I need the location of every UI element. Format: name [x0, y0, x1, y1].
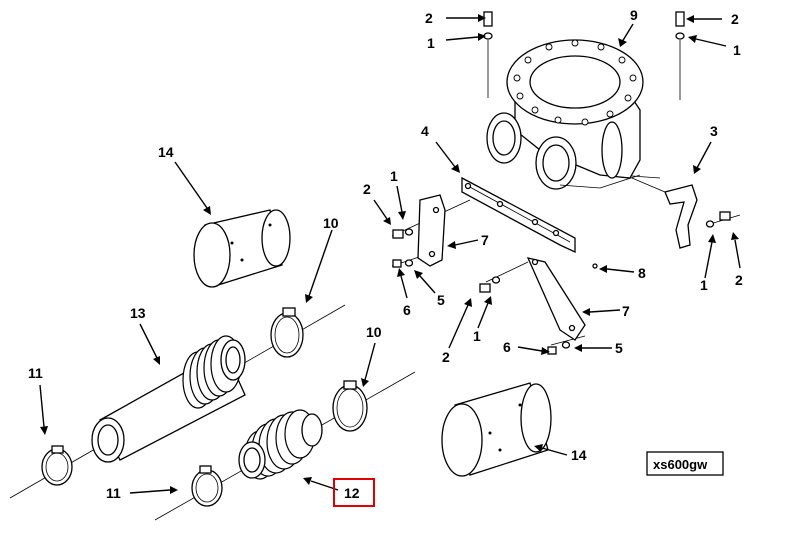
callout-14: 14	[158, 144, 174, 160]
callout-4: 4	[421, 123, 429, 139]
callout-3: 3	[710, 123, 718, 139]
bracket-part-7-upper	[417, 194, 446, 267]
callout-12: 12	[344, 485, 360, 501]
callout-1: 1	[427, 35, 435, 51]
callout-2: 2	[731, 11, 739, 27]
callout-1: 1	[390, 168, 398, 184]
drawing-id-box: xs600gw	[646, 451, 724, 476]
heat-shield-part-14-upper	[193, 209, 291, 288]
callout-11: 11	[28, 365, 43, 381]
callout-2: 2	[442, 349, 450, 365]
callout-5: 5	[437, 292, 445, 308]
bellows-coupling-part-12	[238, 409, 323, 480]
mounting-bracket-part-4	[461, 176, 576, 254]
highlighted-callout-12[interactable]: 12	[333, 478, 375, 507]
leader-arrows	[39, 14, 741, 494]
callout-11: 11	[106, 485, 121, 501]
exhaust-housing-part-9	[486, 39, 644, 190]
callout-2: 2	[735, 272, 743, 288]
heat-shield-part-14-lower	[441, 382, 552, 477]
callout-10: 10	[366, 324, 382, 340]
bellows-pipe-part-13	[91, 335, 246, 463]
callout-6: 6	[403, 302, 411, 318]
strap-part-7-lower	[526, 257, 586, 341]
callout-6: 6	[503, 339, 511, 355]
fasteners	[392, 11, 731, 355]
clamps	[41, 307, 368, 507]
callout-5: 5	[615, 340, 623, 356]
callout-7: 7	[622, 303, 630, 319]
l-bracket-part-3	[631, 175, 698, 249]
callout-labels: 2 1 9 2 1 4 3 14 2 1 7 10 6 5 8 13 2 1 7…	[28, 7, 743, 501]
callout-13: 13	[130, 305, 146, 321]
callout-1: 1	[473, 328, 481, 344]
callout-8: 8	[638, 265, 646, 281]
callout-1: 1	[700, 277, 708, 293]
callout-10: 10	[323, 215, 339, 231]
callout-2: 2	[363, 181, 371, 197]
callout-7: 7	[481, 232, 489, 248]
callout-1: 1	[733, 42, 741, 58]
callout-9: 9	[630, 7, 638, 23]
drawing-id-label: xs600gw	[653, 457, 708, 472]
callout-14: 14	[571, 447, 587, 463]
callout-2: 2	[425, 10, 433, 26]
